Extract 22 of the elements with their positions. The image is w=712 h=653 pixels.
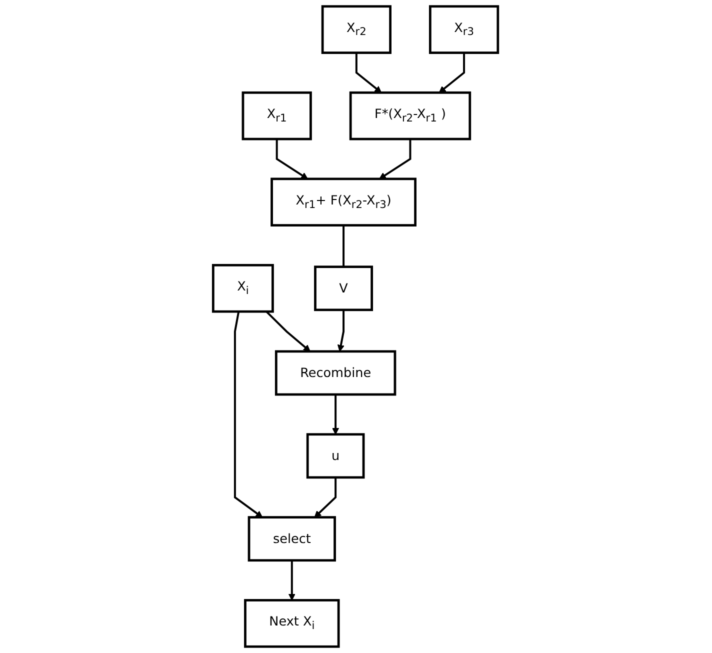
node-box: select (248, 516, 336, 562)
arrow (439, 52, 466, 93)
connector (343, 225, 345, 267)
arrow (338, 310, 345, 352)
arrow (234, 311, 264, 518)
node-box: X$_{r2}$ (322, 5, 392, 54)
arrow (276, 139, 308, 180)
arrow (314, 477, 338, 518)
node-box: X$_{r1}$+ F(X$_{r2}$-X$_{r3}$) (271, 178, 417, 226)
node-box: u (306, 433, 366, 479)
node-box: X$_{r3}$ (429, 5, 500, 54)
node-box: X$_{i}$ (212, 264, 274, 313)
arrow (356, 52, 382, 93)
node-box: Recombine (275, 350, 397, 396)
arrow (266, 310, 311, 352)
node-box: F*(X$_{r2}$-X$_{r1}$ ) (350, 91, 472, 140)
arrow (332, 394, 340, 435)
node-box: Next X$_{i}$ (244, 599, 340, 648)
arrow (380, 139, 412, 180)
node-box: V (314, 266, 374, 312)
node-box: X$_{r1}$ (242, 91, 312, 140)
arrow (288, 560, 296, 601)
